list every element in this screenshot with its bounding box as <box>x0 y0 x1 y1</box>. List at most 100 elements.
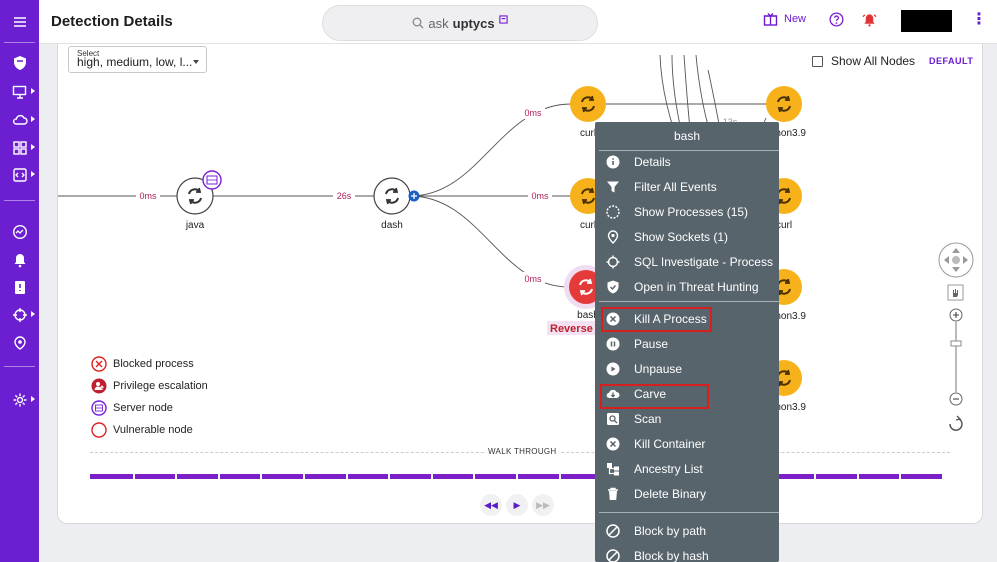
detection-graph-panel <box>57 44 983 524</box>
more-options-button[interactable]: ⋮ <box>971 11 987 28</box>
shield-icon <box>13 56 26 70</box>
sidebar-item-clipboard[interactable] <box>0 274 39 300</box>
chevron-right-icon <box>31 396 35 402</box>
sidebar-item-shield[interactable] <box>0 50 39 76</box>
timeline-segment-divider <box>559 474 561 479</box>
node-python-1[interactable]: python3.9 <box>762 86 806 139</box>
gift-icon <box>763 13 778 26</box>
alarm-bell-icon[interactable] <box>862 12 877 27</box>
privilege-escalation-icon <box>91 378 107 394</box>
sidebar-divider <box>4 366 35 367</box>
sidebar-item-investigate[interactable] <box>0 302 39 328</box>
legend-blocked: Blocked process <box>91 356 194 372</box>
menu-item-details[interactable]: Details <box>595 150 779 174</box>
block-icon <box>606 524 620 538</box>
node-label-python-3: python3.9 <box>762 402 806 413</box>
zoom-out-button[interactable] <box>949 392 963 406</box>
timeline-segment-divider <box>516 474 518 479</box>
menu-item-threat-hunting[interactable]: Open in Threat Hunting <box>595 275 779 299</box>
show-all-nodes-checkbox[interactable]: Show All Nodes <box>812 54 915 68</box>
hamburger-menu-button[interactable] <box>0 9 39 35</box>
fit-view-button[interactable] <box>947 284 964 301</box>
grid-icon <box>12 141 27 155</box>
severity-select-value: high, medium, low, l... <box>77 55 193 69</box>
checkbox-box[interactable] <box>812 55 823 67</box>
show-all-nodes-label: Show All Nodes <box>831 54 916 68</box>
chevron-right-icon <box>31 88 35 94</box>
tree-icon <box>607 463 619 476</box>
user-avatar[interactable] <box>898 10 952 32</box>
edge-label-bg <box>333 189 355 202</box>
menu-item-carve[interactable]: Carve <box>595 382 779 406</box>
sidebar-item-identity[interactable] <box>0 330 39 356</box>
reverse-shell-tag-bg <box>547 321 597 335</box>
legend-privilege-label: Privilege escalation <box>113 380 208 392</box>
menu-item-block-by-hash[interactable]: Block by hash <box>595 544 779 562</box>
menu-item-kill-container[interactable]: Kill Container <box>595 432 779 456</box>
sidebar-item-cloud[interactable] <box>0 107 39 133</box>
timeline-segment-divider <box>431 474 433 479</box>
menu-item-unpause[interactable]: Unpause <box>595 357 779 381</box>
timeline-segment-divider <box>473 474 475 479</box>
dropdown-caret-icon <box>193 60 199 64</box>
walkthrough-timeline[interactable] <box>90 474 942 479</box>
edge-label-java: 0ms <box>139 191 157 201</box>
pan-control[interactable] <box>938 242 974 278</box>
node-label-python-1: python3.9 <box>762 128 806 139</box>
fast-forward-button[interactable]: ▶▶ <box>532 494 554 516</box>
search-icon <box>412 17 424 29</box>
menu-item-show-processes[interactable]: Show Processes (15) <box>595 200 779 224</box>
timeline-segment-divider <box>303 474 305 479</box>
sidebar-item-monitor[interactable] <box>0 79 39 105</box>
menu-item-show-sockets[interactable]: Show Sockets (1) <box>595 225 779 249</box>
zoom-slider-thumb[interactable] <box>950 340 962 347</box>
legend-blocked-label: Blocked process <box>113 358 194 370</box>
menu-item-kill-process[interactable]: Kill A Process <box>595 307 779 331</box>
node-context-menu: bash Details Filter All Events Show Proc… <box>595 122 779 562</box>
rewind-button[interactable]: ◀◀ <box>480 494 502 516</box>
page-title: Detection Details <box>51 13 173 30</box>
legend-server-label: Server node <box>113 402 173 414</box>
cloud-download-icon <box>606 389 620 399</box>
menu-item-delete-binary[interactable]: Delete Binary <box>595 482 779 506</box>
block-icon <box>606 549 620 562</box>
reset-view-icon[interactable] <box>949 415 963 431</box>
node-dash[interactable]: dash <box>373 177 420 231</box>
sidebar-divider <box>4 200 35 201</box>
node-label-java: java <box>185 220 205 231</box>
severity-select[interactable]: Select high, medium, low, l... <box>68 46 207 73</box>
play-icon <box>606 362 620 376</box>
menu-item-filter-all-events[interactable]: Filter All Events <box>595 175 779 199</box>
close-circle-icon <box>606 312 620 326</box>
menu-item-block-by-path[interactable]: Block by path <box>595 519 779 543</box>
play-button[interactable]: ▶ <box>506 494 528 516</box>
sidebar-item-alerts[interactable] <box>0 247 39 273</box>
crosshair-icon <box>606 255 620 269</box>
new-button[interactable]: New <box>763 12 806 26</box>
menu-item-ancestry-list[interactable]: Ancestry List <box>595 457 779 481</box>
menu-item-pause[interactable]: Pause <box>595 332 779 356</box>
zoom-in-button[interactable] <box>949 308 963 322</box>
reverse-shell-tag: Reverse <box>550 323 593 335</box>
menu-item-sql-investigate[interactable]: SQL Investigate - Process <box>595 250 779 274</box>
node-curl-1[interactable]: curl <box>570 86 606 139</box>
edge-label-curl1: 0ms <box>524 108 542 118</box>
legend-vulnerable: Vulnerable node <box>91 422 193 438</box>
help-icon[interactable] <box>829 12 844 27</box>
info-icon <box>606 155 620 169</box>
node-java[interactable]: java <box>176 170 222 231</box>
bell-icon <box>14 254 25 268</box>
sidebar-item-settings[interactable] <box>0 387 39 413</box>
edge-label-dash: 26s <box>337 191 352 201</box>
chevron-right-icon <box>31 116 35 122</box>
search-bar[interactable]: ask uptycs <box>322 5 598 41</box>
menu-item-scan[interactable]: Scan <box>595 407 779 431</box>
default-view-link[interactable]: DEFAULT <box>929 56 974 66</box>
sidebar-item-grid[interactable] <box>0 135 39 161</box>
context-menu-title: bash <box>673 129 701 143</box>
sidebar-item-activity[interactable] <box>0 219 39 245</box>
chevron-right-icon <box>31 311 35 317</box>
sidebar-item-code[interactable] <box>0 162 39 188</box>
close-circle-icon <box>606 437 620 451</box>
location-icon <box>607 230 619 244</box>
